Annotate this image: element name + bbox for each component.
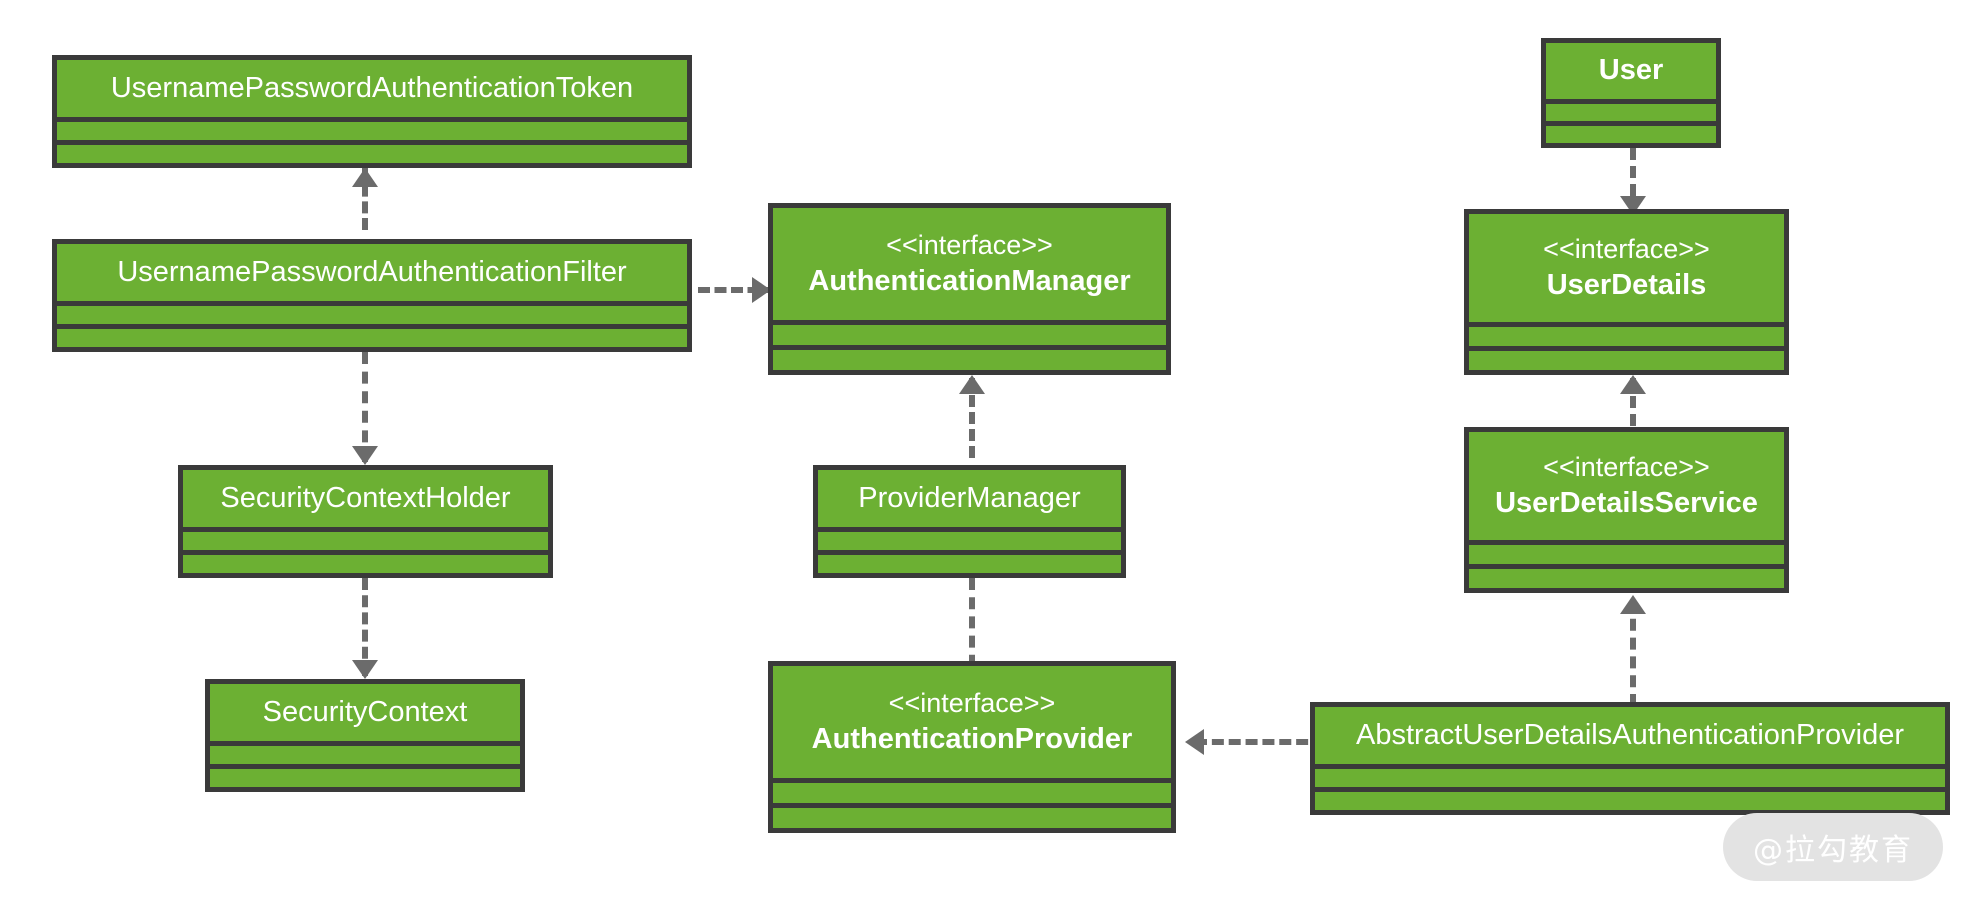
class-operations-compartment: [1315, 792, 1945, 810]
class-name-label: UsernamePasswordAuthenticationToken: [110, 71, 634, 104]
class-attributes-compartment: [1469, 545, 1784, 564]
arrowhead-authprovider-left: [1185, 729, 1204, 755]
stereotype-label: <<interface>>: [886, 230, 1053, 261]
class-box-provider-manager[interactable]: ProviderManager: [813, 465, 1126, 578]
connector-filter-to-token: [362, 168, 368, 230]
arrowhead-userdetailsservice-up: [1620, 595, 1646, 614]
class-operations-compartment: [210, 769, 520, 787]
class-name-label: AbstractUserDetailsAuthenticationProvide…: [1355, 718, 1905, 751]
class-box-security-context[interactable]: SecurityContext: [205, 679, 525, 792]
connector-user-to-userdetails: [1630, 148, 1636, 214]
class-name-label: SecurityContext: [262, 695, 468, 728]
class-operations-compartment: [773, 808, 1171, 828]
class-box-authentication-provider[interactable]: <<interface>> AuthenticationProvider: [768, 661, 1176, 833]
connector-filter-to-authmanager: [698, 287, 776, 293]
class-operations-compartment: [818, 555, 1121, 573]
class-title-user-details: <<interface>> UserDetails: [1469, 214, 1784, 322]
class-title-user: User: [1546, 43, 1716, 99]
class-attributes-compartment: [210, 746, 520, 764]
stereotype-label: <<interface>>: [1543, 452, 1710, 483]
class-operations-compartment: [1546, 126, 1716, 143]
class-name-label: AuthenticationProvider: [811, 722, 1133, 755]
class-name-label: UsernamePasswordAuthenticationFilter: [117, 255, 627, 288]
connector-abstractprovider-to-userdetailsservice: [1630, 600, 1636, 706]
arrowhead-contextholder-down: [352, 446, 378, 465]
class-box-authentication-manager[interactable]: <<interface>> AuthenticationManager: [768, 203, 1171, 375]
connector-providermanager-to-authmanager: [969, 378, 975, 458]
class-attributes-compartment: [57, 306, 687, 324]
class-box-security-context-holder[interactable]: SecurityContextHolder: [178, 465, 553, 578]
arrowhead-token-up: [352, 168, 378, 187]
connector-userdetailsservice-to-userdetails: [1630, 378, 1636, 444]
class-operations-compartment: [57, 329, 687, 347]
class-title-authentication-provider: <<interface>> AuthenticationProvider: [773, 666, 1171, 778]
class-box-abstract-user-details-authentication-provider[interactable]: AbstractUserDetailsAuthenticationProvide…: [1310, 702, 1950, 815]
class-box-user-details[interactable]: <<interface>> UserDetails: [1464, 209, 1789, 375]
connector-contextholder-to-context: [362, 578, 368, 676]
class-operations-compartment: [57, 145, 687, 163]
class-operations-compartment: [773, 350, 1166, 370]
class-name-label: AuthenticationManager: [808, 264, 1131, 297]
class-operations-compartment: [1469, 569, 1784, 588]
class-title-security-context-holder: SecurityContextHolder: [183, 470, 548, 527]
arrowhead-securitycontext-down: [352, 660, 378, 679]
class-attributes-compartment: [1469, 327, 1784, 346]
connector-providermanager-to-authprovider: [969, 578, 975, 686]
class-operations-compartment: [1469, 351, 1784, 370]
connector-abstractprovider-to-authprovider: [1195, 739, 1325, 745]
stereotype-label: <<interface>>: [888, 688, 1056, 719]
class-title-abstract-user-details-authentication-provider: AbstractUserDetailsAuthenticationProvide…: [1315, 707, 1945, 764]
class-name-label: User: [1598, 54, 1664, 87]
class-attributes-compartment: [773, 783, 1171, 803]
class-title-security-context: SecurityContext: [210, 684, 520, 741]
class-name-label: SecurityContextHolder: [220, 481, 511, 514]
class-attributes-compartment: [818, 532, 1121, 550]
class-box-username-password-authentication-token[interactable]: UsernamePasswordAuthenticationToken: [52, 55, 692, 168]
class-box-user[interactable]: User: [1541, 38, 1721, 148]
class-operations-compartment: [183, 555, 548, 573]
class-box-username-password-authentication-filter[interactable]: UsernamePasswordAuthenticationFilter: [52, 239, 692, 352]
class-box-user-details-service[interactable]: <<interface>> UserDetailsService: [1464, 427, 1789, 593]
watermark: @拉勾教育: [1723, 813, 1943, 881]
class-attributes-compartment: [773, 325, 1166, 345]
stereotype-label: <<interface>>: [1543, 234, 1710, 265]
arrowhead-authmanager-right: [752, 277, 771, 303]
connector-filter-to-contextholder: [362, 352, 368, 462]
class-attributes-compartment: [1546, 104, 1716, 121]
arrowhead-authmanager-up: [959, 375, 985, 394]
class-title-username-password-authentication-filter: UsernamePasswordAuthenticationFilter: [57, 244, 687, 301]
class-attributes-compartment: [57, 122, 687, 140]
class-name-label: UserDetailsService: [1495, 486, 1758, 519]
class-title-provider-manager: ProviderManager: [818, 470, 1121, 527]
arrowhead-userdetails-up: [1620, 375, 1646, 394]
class-attributes-compartment: [183, 532, 548, 550]
class-title-authentication-manager: <<interface>> AuthenticationManager: [773, 208, 1166, 320]
class-name-label: ProviderManager: [858, 481, 1081, 514]
class-title-user-details-service: <<interface>> UserDetailsService: [1469, 432, 1784, 540]
class-attributes-compartment: [1315, 769, 1945, 787]
class-name-label: UserDetails: [1546, 268, 1707, 301]
class-title-username-password-authentication-token: UsernamePasswordAuthenticationToken: [57, 60, 687, 117]
